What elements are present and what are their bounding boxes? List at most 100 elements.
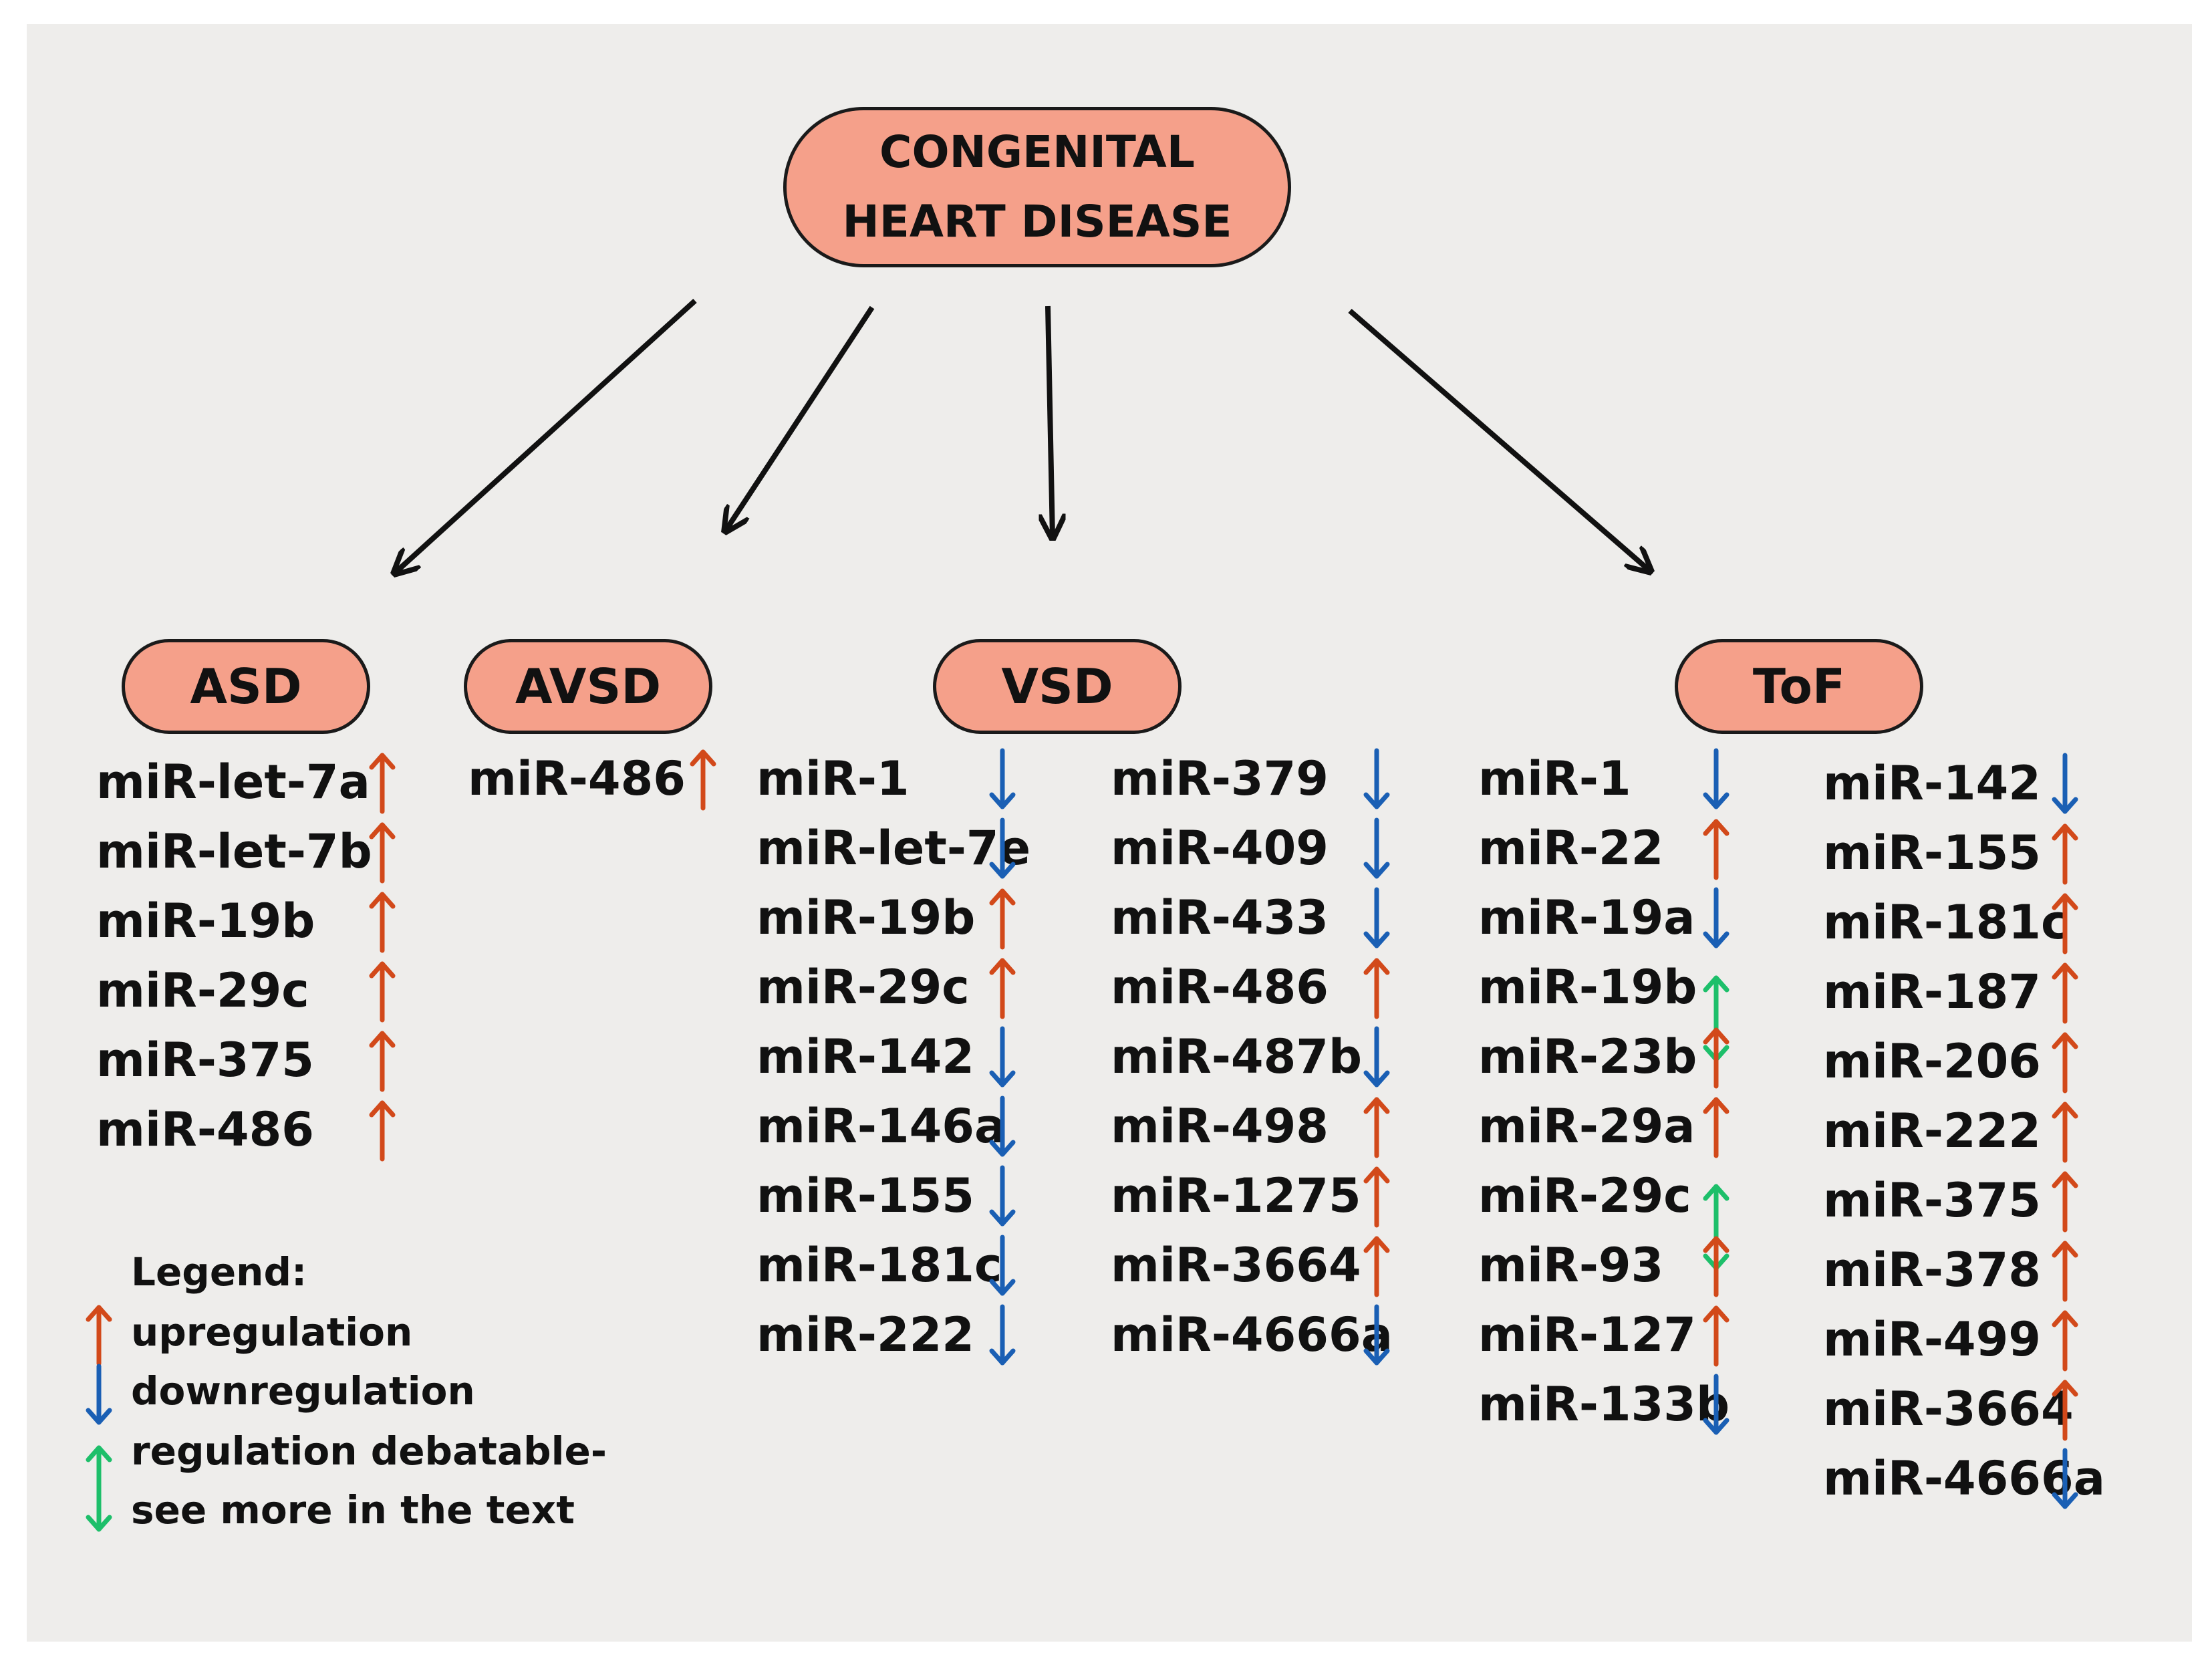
up-regulation-arrow-icon [1703, 1305, 1730, 1367]
down-regulation-arrow-icon [989, 1026, 1016, 1087]
up-regulation-arrow-icon [369, 1100, 396, 1162]
up-regulation-arrow-icon [2052, 1171, 2078, 1233]
mirna-label: miR-409 [1111, 821, 1329, 876]
mirna-label: miR-4666a [1111, 1307, 1393, 1362]
legend-up-arrow-icon [86, 1305, 112, 1366]
legend-debatable-arrow-icon [86, 1445, 112, 1532]
mirna-label: miR-142 [756, 1029, 975, 1084]
mirna-label: miR-1 [756, 751, 910, 806]
mirna-label: miR-222 [1823, 1104, 2042, 1158]
mirna-label: miR-486 [468, 751, 686, 806]
up-regulation-arrow-icon [1363, 1166, 1390, 1228]
mirna-label: miR-206 [1823, 1034, 2042, 1089]
tof-node: ToF [1675, 639, 1923, 734]
title-line-2: HEART DISEASE [842, 196, 1232, 247]
congenital-heart-disease-node: CONGENITAL HEART DISEASE [783, 107, 1291, 267]
legend-title: Legend: [131, 1249, 307, 1295]
mirna-label: miR-181c [756, 1238, 1002, 1293]
up-regulation-arrow-icon [1703, 1027, 1730, 1089]
down-regulation-arrow-icon [2052, 1448, 2078, 1509]
mirna-label: miR-133b [1478, 1377, 1730, 1432]
mirna-label: miR-127 [1478, 1307, 1697, 1362]
mirna-label: miR-1275 [1111, 1168, 1361, 1223]
mirna-label: miR-433 [1111, 890, 1329, 945]
down-regulation-arrow-icon [989, 1165, 1016, 1227]
up-regulation-arrow-icon [369, 961, 396, 1023]
mirna-label: miR-19b [756, 890, 976, 945]
mirna-label: miR-29c [1478, 1168, 1691, 1223]
down-regulation-arrow-icon [1363, 1026, 1390, 1087]
mirna-label: miR-29c [756, 960, 970, 1015]
up-regulation-arrow-icon [2052, 1032, 2078, 1094]
mirna-label: miR-187 [1823, 965, 2042, 1019]
mirna-label: miR-379 [1111, 751, 1329, 806]
up-regulation-arrow-icon [2052, 823, 2078, 885]
legend-debatable-label-1: regulation debatable- [131, 1428, 607, 1474]
mirna-label: miR-22 [1478, 821, 1664, 876]
mirna-label: miR-let-7b [96, 824, 372, 879]
mirna-label: miR-19b [96, 894, 315, 948]
up-regulation-arrow-icon [369, 753, 396, 814]
mirna-label: miR-486 [1111, 960, 1329, 1015]
vsd-node: VSD [933, 639, 1182, 734]
mirna-label: miR-487b [1111, 1029, 1363, 1084]
down-regulation-arrow-icon [1363, 1304, 1390, 1366]
up-regulation-arrow-icon [1703, 1097, 1730, 1158]
legend-debatable-label-2: see more in the text [131, 1487, 575, 1533]
up-regulation-arrow-icon [369, 1031, 396, 1092]
mirna-label: miR-29c [96, 963, 309, 1018]
up-regulation-arrow-icon [2052, 1241, 2078, 1302]
down-regulation-arrow-icon [989, 1304, 1016, 1366]
down-regulation-arrow-icon [989, 1235, 1016, 1296]
mirna-label: miR-375 [1823, 1173, 2042, 1228]
up-regulation-arrow-icon [2052, 1380, 2078, 1441]
mirna-label: miR-1 [1478, 751, 1631, 806]
up-regulation-arrow-icon [1363, 1097, 1390, 1158]
mirna-label: miR-23b [1478, 1029, 1697, 1084]
mirna-label: miR-378 [1823, 1243, 2042, 1297]
up-regulation-arrow-icon [1363, 1236, 1390, 1297]
asd-node: ASD [122, 639, 370, 734]
legend-up-label: upregulation [131, 1309, 413, 1355]
mirna-label: miR-486 [96, 1102, 315, 1157]
mirna-label: miR-let-7a [96, 755, 370, 809]
mirna-label: miR-29a [1478, 1099, 1695, 1154]
down-regulation-arrow-icon [1363, 748, 1390, 809]
mirna-label: miR-499 [1823, 1312, 2042, 1367]
avsd-node: AVSD [464, 639, 712, 734]
legend-down-arrow-icon [86, 1364, 112, 1425]
mirna-label: miR-146a [756, 1099, 1006, 1154]
mirna-label: miR-19a [1478, 890, 1695, 945]
mirna-label: miR-498 [1111, 1099, 1329, 1154]
up-regulation-arrow-icon [1703, 1236, 1730, 1297]
down-regulation-arrow-icon [2052, 753, 2078, 814]
up-regulation-arrow-icon [1363, 958, 1390, 1019]
down-regulation-arrow-icon [989, 748, 1016, 809]
up-regulation-arrow-icon [1703, 819, 1730, 880]
up-regulation-arrow-icon [2052, 1310, 2078, 1372]
mirna-label: miR-155 [756, 1168, 975, 1223]
up-regulation-arrow-icon [2052, 893, 2078, 954]
up-regulation-arrow-icon [690, 749, 716, 811]
down-regulation-arrow-icon [1703, 887, 1730, 948]
mirna-label: miR-19b [1478, 960, 1697, 1015]
mirna-label: miR-93 [1478, 1238, 1664, 1293]
down-regulation-arrow-icon [1363, 817, 1390, 879]
mirna-label: miR-155 [1823, 825, 2042, 880]
up-regulation-arrow-icon [2052, 962, 2078, 1024]
mirna-label: miR-142 [1823, 756, 2042, 811]
mirna-label: miR-222 [756, 1307, 975, 1362]
up-regulation-arrow-icon [369, 892, 396, 953]
mirna-label: miR-3664 [1111, 1238, 1361, 1293]
up-regulation-arrow-icon [369, 822, 396, 884]
up-regulation-arrow-icon [2052, 1102, 2078, 1163]
down-regulation-arrow-icon [1703, 748, 1730, 809]
legend-down-label: downregulation [131, 1368, 475, 1414]
down-regulation-arrow-icon [989, 817, 1016, 879]
up-regulation-arrow-icon [989, 958, 1016, 1019]
up-regulation-arrow-icon [989, 888, 1016, 950]
mirna-label: miR-3664 [1823, 1382, 2074, 1436]
title-line-1: CONGENITAL [879, 126, 1195, 178]
mirna-label: miR-375 [96, 1033, 315, 1087]
down-regulation-arrow-icon [1363, 887, 1390, 948]
